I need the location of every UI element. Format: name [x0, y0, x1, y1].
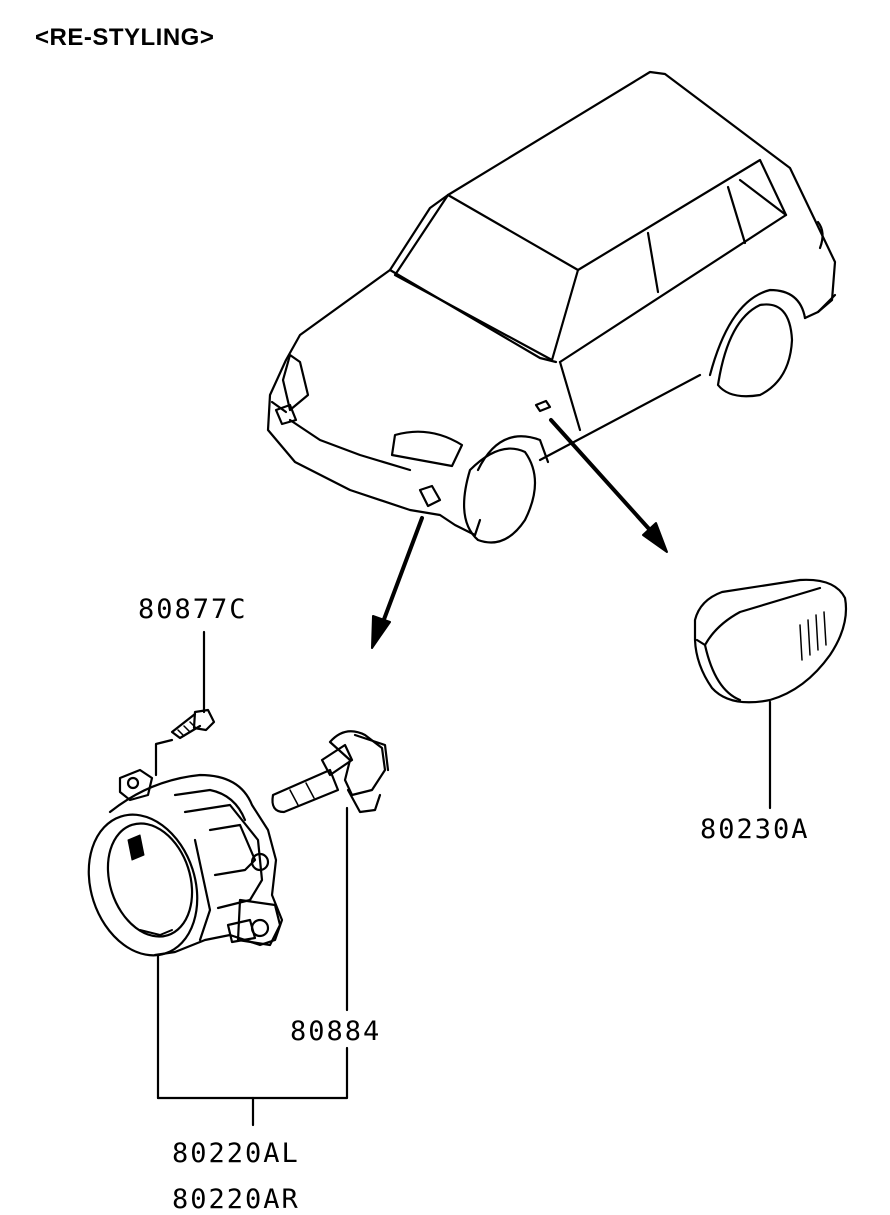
label-fog-lamp-right-part-number: 80220AR [172, 1184, 300, 1215]
screw-part [154, 630, 216, 777]
vehicle-illustration [266, 70, 837, 544]
label-fog-lamp-left-part-number: 80220AL [172, 1138, 300, 1169]
label-screw-part-number: 80877C [138, 594, 248, 625]
label-side-lamp-part-number: 80230A [700, 814, 810, 845]
bulb-part [271, 730, 390, 1012]
diagram-title: <RE-STYLING> [35, 24, 215, 51]
fog-lamp-part [87, 768, 284, 1100]
side-lamp-part [693, 578, 848, 810]
callout-arrows [371, 418, 668, 649]
assembly-bracket [156, 1046, 349, 1127]
label-bulb-part-number: 80884 [290, 1016, 382, 1047]
